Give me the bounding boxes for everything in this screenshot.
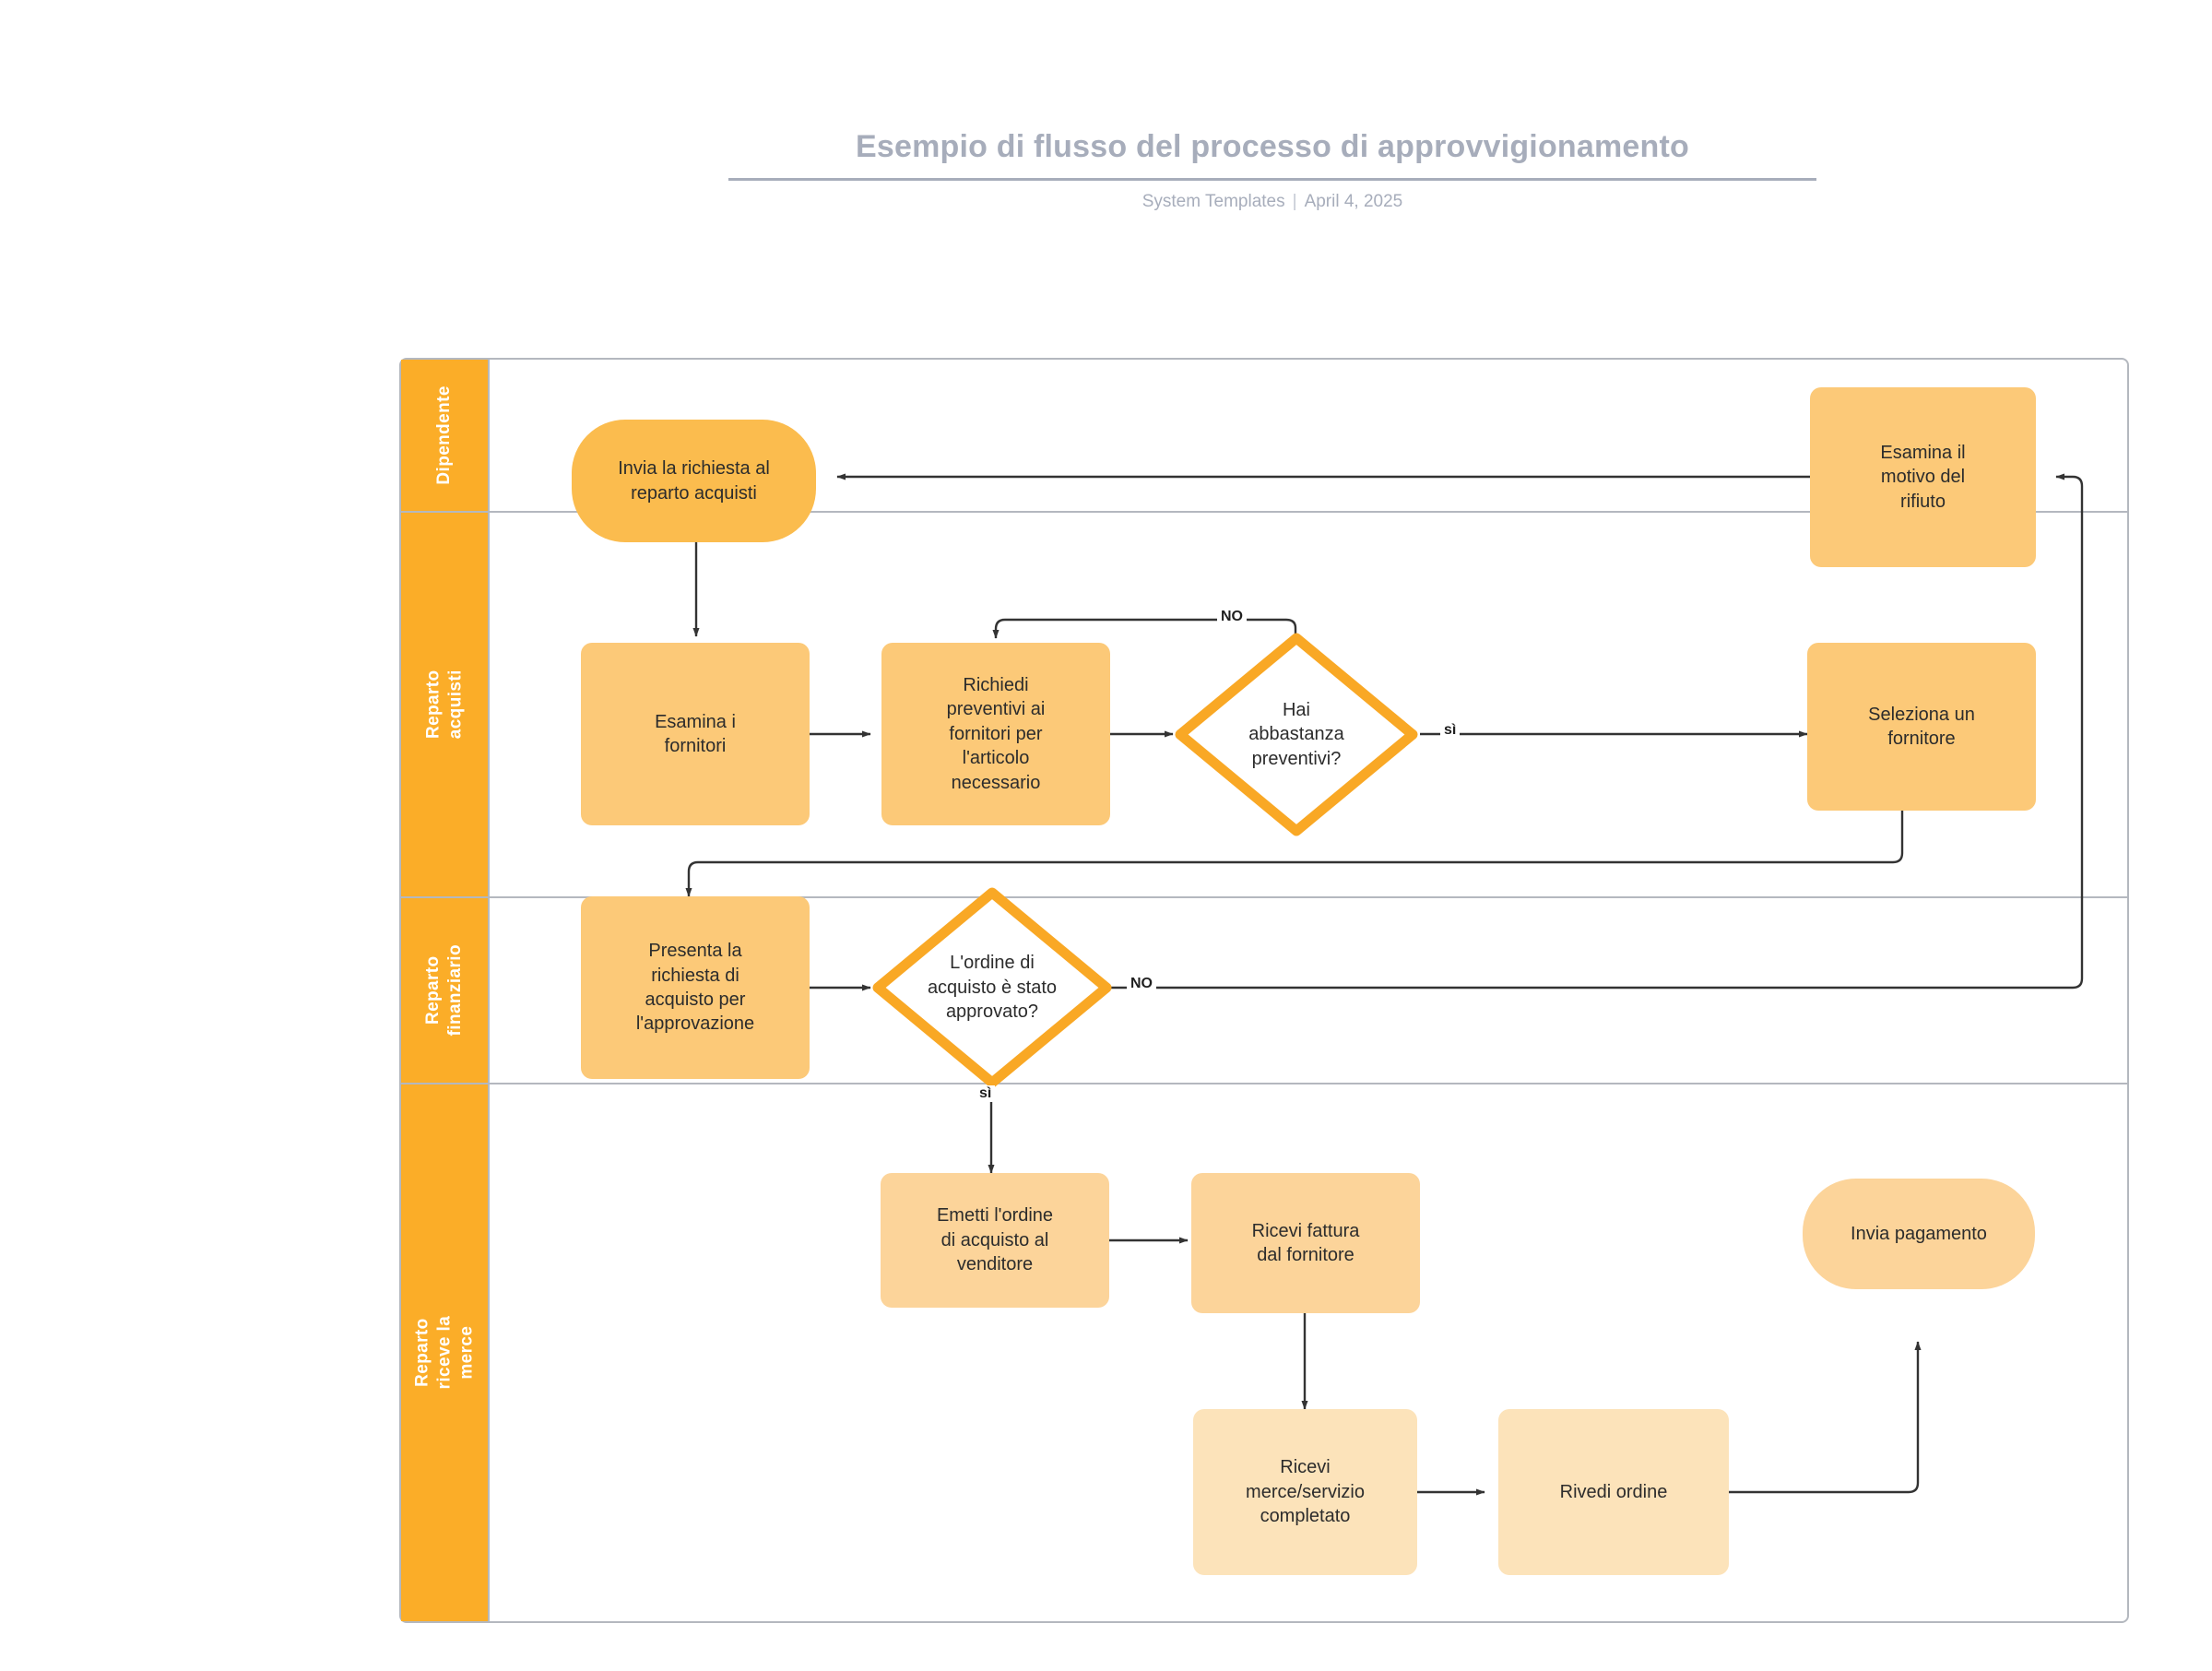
edge-label-no-preventivi: NO (1217, 609, 1247, 625)
lane-header-reparto-finanziario[interactable]: Reparto finanziario (401, 898, 490, 1083)
swimlane-reparto-riceve-merce: Reparto riceve la merce (401, 1084, 2127, 1621)
lane-label-reparto-acquisti: Reparto acquisti (423, 670, 465, 740)
diamond-label-preventivi: Hai abbastanza preventivi? (1248, 699, 1344, 769)
node-ricevi-fattura[interactable]: Ricevi fattura dal fornitore (1191, 1173, 1420, 1313)
node-esamina-fornitori[interactable]: Esamina i fornitori (581, 643, 810, 825)
swimlane-reparto-acquisti: Reparto acquisti (401, 513, 2127, 898)
node-invia-richiesta[interactable]: Invia la richiesta al reparto acquisti (572, 420, 816, 542)
byline-date: April 4, 2025 (1304, 192, 1403, 211)
diamond-shape-preventivi (1175, 633, 1418, 836)
lane-label-reparto-riceve-merce: Reparto riceve la merce (412, 1316, 476, 1390)
edge-label-si-preventivi: sì (1440, 722, 1461, 739)
node-rivedi-ordine[interactable]: Rivedi ordine (1498, 1409, 1729, 1575)
lane-header-dipendente[interactable]: Dipendente (401, 360, 490, 511)
node-presenta-richiesta[interactable]: Presenta la richiesta di acquisto per l'… (581, 896, 810, 1079)
node-hai-abbastanza-preventivi[interactable]: Hai abbastanza preventivi? (1173, 631, 1420, 838)
node-invia-pagamento[interactable]: Invia pagamento (1803, 1179, 2035, 1289)
node-emetti-ordine[interactable]: Emetti l'ordine di acquisto al venditore (881, 1173, 1109, 1308)
node-ricevi-merce[interactable]: Ricevi merce/servizio completato (1193, 1409, 1417, 1575)
node-seleziona-fornitore[interactable]: Seleziona un fornitore (1807, 643, 2036, 811)
page-title: Esempio di flusso del processo di approv… (855, 129, 1689, 164)
edge-label-no-approvato: NO (1127, 976, 1156, 992)
byline-author: System Templates (1141, 192, 1285, 211)
node-esamina-motivo-rifiuto[interactable]: Esamina il motivo del rifiuto (1810, 387, 2036, 567)
edge-label-si-approvato: sì (976, 1085, 996, 1102)
lane-label-dipendente: Dipendente (434, 385, 455, 485)
document-header: Esempio di flusso del processo di approv… (0, 0, 2212, 231)
lane-header-reparto-riceve-merce[interactable]: Reparto riceve la merce (401, 1084, 490, 1621)
byline-separator: | (1292, 192, 1297, 211)
title-divider (728, 178, 1816, 181)
swimlane-reparto-finanziario: Reparto finanziario (401, 898, 2127, 1084)
diamond-shape-approvato (872, 887, 1112, 1088)
lane-header-reparto-acquisti[interactable]: Reparto acquisti (401, 513, 490, 896)
node-ordine-approvato[interactable]: L'ordine di acquisto è stato approvato? (870, 885, 1114, 1090)
document-byline: System Templates | April 4, 2025 (728, 192, 1816, 212)
lane-label-reparto-finanziario: Reparto finanziario (423, 944, 466, 1037)
diamond-label-approvato: L'ordine di acquisto è stato approvato? (927, 953, 1058, 1023)
node-richiedi-preventivi[interactable]: Richiedi preventivi ai fornitori per l'a… (881, 643, 1110, 825)
